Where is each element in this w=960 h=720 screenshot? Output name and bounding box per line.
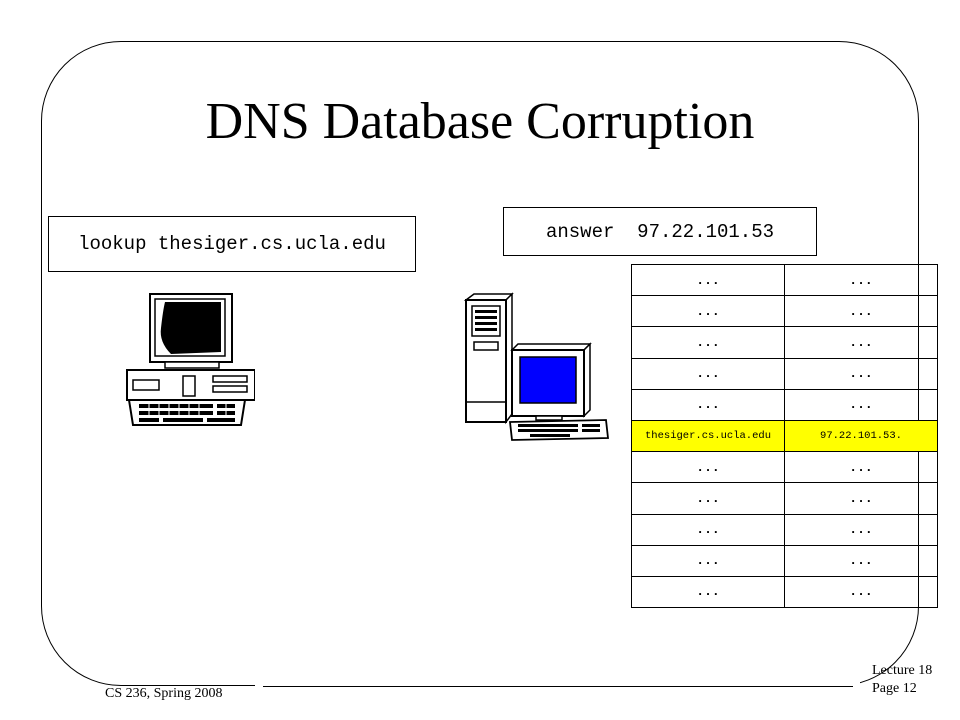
dns-row: ......	[631, 263, 938, 297]
lecture-page-label: Lecture 18 Page 12	[872, 662, 932, 698]
dns-name-cell: ...	[631, 326, 785, 359]
lookup-request-box: lookup thesiger.cs.ucla.edu	[48, 216, 416, 272]
dns-row: ......	[631, 513, 938, 546]
dns-name-cell: ...	[631, 482, 785, 515]
dns-row: ......	[631, 482, 938, 515]
page-number: Page 12	[872, 681, 917, 696]
dns-address-cell: ...	[784, 513, 938, 546]
desktop-computer-icon	[126, 293, 255, 426]
dns-name-cell: ...	[631, 575, 785, 609]
footer-rule	[263, 686, 853, 687]
dns-row: ......	[631, 326, 938, 359]
course-label: CS 236, Spring 2008	[105, 686, 223, 701]
dns-row: ......	[631, 295, 938, 328]
dns-name-cell: thesiger.cs.ucla.edu	[631, 419, 785, 453]
dns-database-table: ..............................thesiger.c…	[631, 263, 938, 609]
dns-address-cell: ...	[784, 357, 938, 390]
dns-name-cell: ...	[631, 263, 785, 297]
dns-address-cell: ...	[784, 263, 938, 297]
dns-row: ......	[631, 451, 938, 484]
dns-address-cell: ...	[784, 451, 938, 484]
dns-address-cell: 97.22.101.53.	[784, 419, 938, 453]
dns-name-cell: ...	[631, 388, 785, 421]
dns-row: ......	[631, 575, 938, 609]
dns-name-cell: ...	[631, 451, 785, 484]
dns-address-cell: ...	[784, 575, 938, 609]
dns-row: ......	[631, 357, 938, 390]
dns-row: ......	[631, 388, 938, 421]
dns-address-cell: ...	[784, 388, 938, 421]
dns-address-cell: ...	[784, 482, 938, 515]
dns-name-cell: ...	[631, 295, 785, 328]
dns-name-cell: ...	[631, 544, 785, 577]
dns-name-cell: ...	[631, 513, 785, 546]
dns-name-cell: ...	[631, 357, 785, 390]
dns-address-cell: ...	[784, 544, 938, 577]
server-computer-icon	[463, 292, 610, 441]
lecture-number: Lecture 18	[872, 663, 933, 678]
answer-response-box: answer 97.22.101.53	[503, 207, 817, 256]
dns-row: ......	[631, 544, 938, 577]
frame-gap	[255, 676, 860, 692]
slide-title: DNS Database Corruption	[205, 93, 755, 150]
dns-address-cell: ...	[784, 326, 938, 359]
dns-address-cell: ...	[784, 295, 938, 328]
